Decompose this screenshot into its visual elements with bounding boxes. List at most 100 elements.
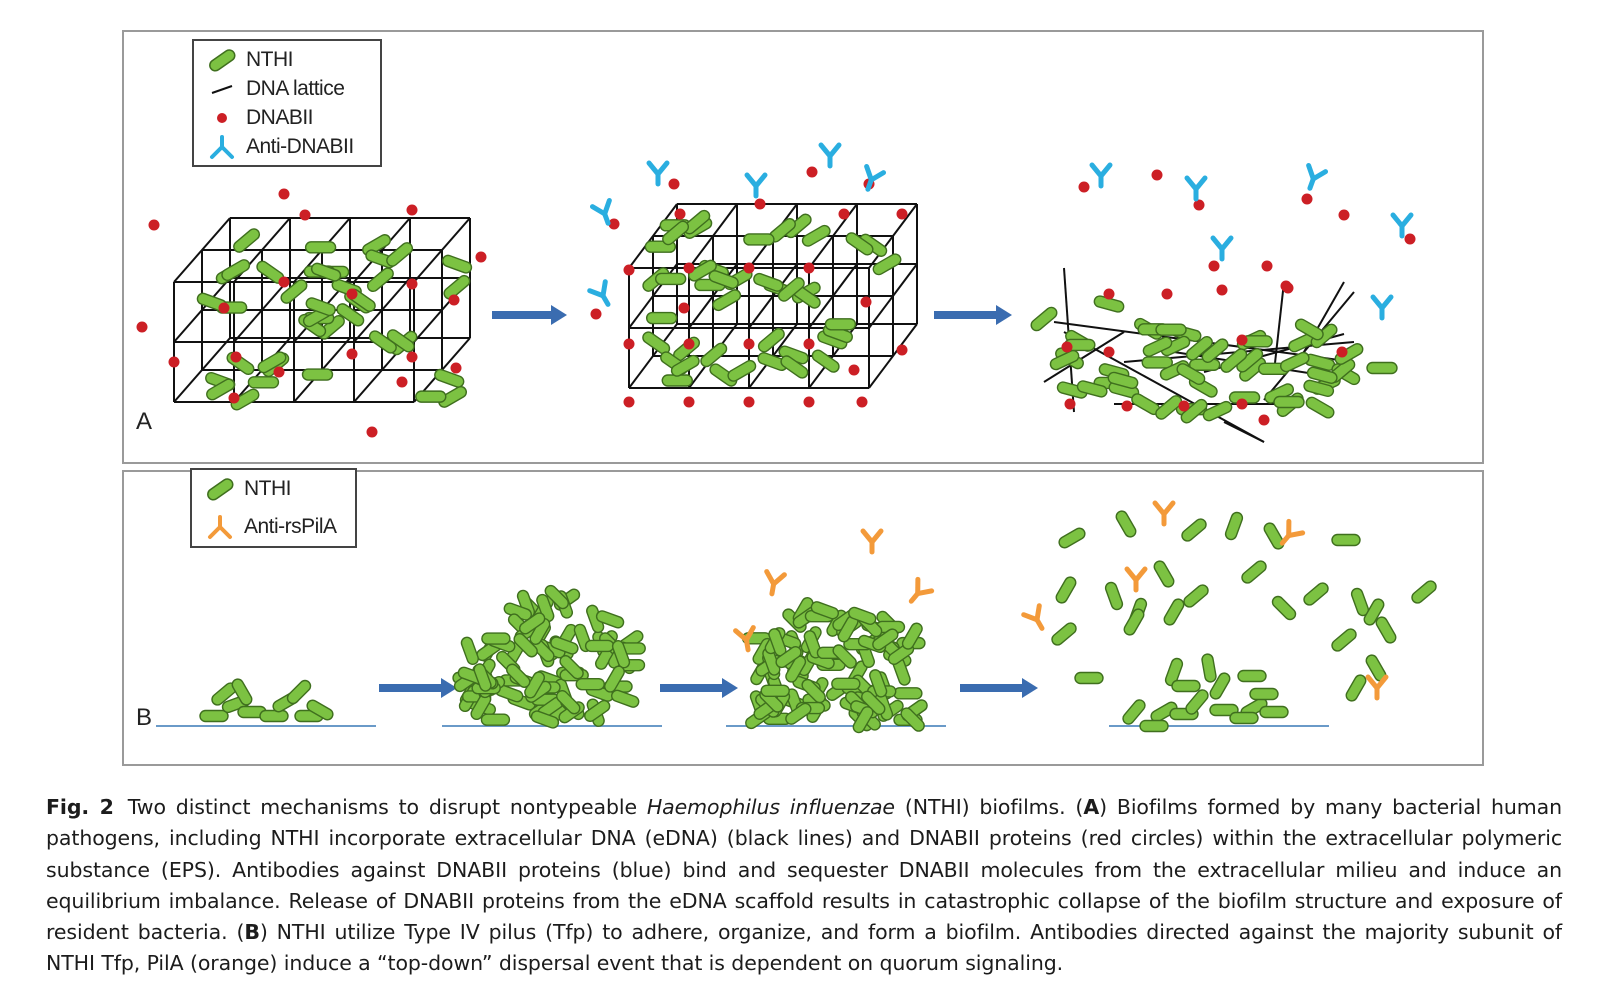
bacterium bbox=[247, 376, 280, 389]
process-arrow bbox=[492, 305, 567, 325]
bacterium bbox=[513, 633, 538, 658]
bacterium bbox=[1305, 396, 1335, 419]
antibody bbox=[1365, 674, 1389, 701]
legend-item-nthi: NTHI bbox=[202, 45, 294, 75]
antibody bbox=[818, 142, 842, 169]
bacterium bbox=[1115, 510, 1137, 538]
bacterium bbox=[1249, 687, 1279, 701]
bacterium bbox=[575, 677, 605, 691]
bacterium bbox=[801, 224, 831, 247]
bacterium bbox=[306, 699, 334, 721]
dnabii-protein bbox=[450, 362, 462, 374]
bacterium bbox=[1331, 628, 1357, 652]
legend-item-nthi: NTHI bbox=[200, 474, 292, 504]
dnabii-protein bbox=[1078, 181, 1090, 193]
dnabii-protein bbox=[346, 288, 358, 300]
dnabii-protein bbox=[683, 396, 695, 408]
dnabii-protein bbox=[1404, 233, 1416, 245]
dnabii-protein bbox=[1282, 282, 1294, 294]
dnabii-protein bbox=[1161, 288, 1173, 300]
bacterium bbox=[441, 254, 473, 274]
bacterium bbox=[611, 689, 640, 708]
antibody bbox=[860, 528, 884, 555]
bacterium bbox=[645, 311, 678, 325]
bacterium bbox=[310, 262, 342, 282]
bacterium bbox=[280, 279, 308, 304]
dnabii-protein bbox=[1301, 193, 1313, 205]
dnabii-protein bbox=[860, 296, 872, 308]
legend-item-anti-rspila: Anti-rsPilA bbox=[200, 512, 337, 542]
dnabii-protein bbox=[1236, 398, 1248, 410]
antibody bbox=[1021, 603, 1045, 631]
dnabii-protein bbox=[218, 302, 230, 314]
dnabii-protein bbox=[743, 338, 755, 350]
antibody bbox=[1370, 294, 1394, 321]
bacterium bbox=[1183, 584, 1209, 608]
dnabii-protein bbox=[590, 308, 602, 320]
process-arrow bbox=[660, 678, 738, 698]
dnabii-protein bbox=[406, 278, 418, 290]
bacterium bbox=[1229, 711, 1259, 725]
dnabii-protein bbox=[743, 396, 755, 408]
bacterium bbox=[801, 678, 826, 704]
dnabii-protein bbox=[754, 198, 766, 210]
bacterium bbox=[559, 655, 584, 680]
dnabii-protein bbox=[848, 364, 860, 376]
bacterium bbox=[900, 707, 925, 732]
bacterium bbox=[1153, 560, 1175, 588]
bacterium bbox=[434, 368, 465, 388]
dnabii-protein bbox=[148, 219, 160, 231]
bacterium bbox=[1076, 380, 1108, 398]
antibody bbox=[587, 279, 611, 307]
dnabii-protein bbox=[230, 351, 242, 363]
bacterium bbox=[1142, 336, 1173, 357]
bacterium bbox=[550, 636, 579, 655]
bacterium bbox=[1030, 306, 1058, 332]
dnabii-protein bbox=[683, 338, 695, 350]
legend-label: DNABII bbox=[246, 106, 314, 129]
bacterium bbox=[473, 663, 492, 692]
bacterium bbox=[305, 297, 336, 317]
legend-item-dna-lattice: DNA lattice bbox=[202, 74, 345, 104]
bacterium bbox=[777, 277, 805, 302]
bacterium bbox=[1056, 381, 1088, 399]
bacterium bbox=[221, 259, 251, 282]
dnabii-protein bbox=[1338, 209, 1350, 221]
antibody bbox=[908, 576, 935, 604]
green-bacterium-icon bbox=[200, 474, 240, 504]
blue-antibody-icon bbox=[202, 132, 242, 162]
dnabii-protein bbox=[623, 338, 635, 350]
panel-a-legend: NTHI DNA lattice DNABII Anti-DNABII bbox=[192, 39, 382, 167]
dnabii-protein bbox=[1103, 346, 1115, 358]
bacterium bbox=[1306, 366, 1338, 384]
bacterium bbox=[1350, 587, 1370, 617]
bacterium bbox=[584, 639, 615, 653]
bacterium bbox=[1331, 533, 1361, 547]
bacterium bbox=[662, 220, 690, 246]
dnabii-protein bbox=[1258, 414, 1270, 426]
dnabii-protein bbox=[668, 178, 680, 190]
bacterium bbox=[1180, 398, 1208, 424]
dnabii-protein bbox=[1208, 260, 1220, 272]
bacterium bbox=[611, 640, 631, 669]
dnabii-protein bbox=[856, 396, 868, 408]
bacterium bbox=[760, 684, 790, 698]
bacterium bbox=[257, 351, 287, 374]
bacterium bbox=[301, 368, 334, 381]
bacterium bbox=[1185, 335, 1213, 361]
bacterium bbox=[775, 646, 802, 669]
bacterium bbox=[743, 233, 775, 246]
bacterium bbox=[1058, 527, 1086, 549]
bacterium bbox=[872, 253, 902, 276]
dnabii-protein bbox=[136, 321, 148, 333]
bacterium bbox=[893, 687, 923, 700]
bacterium bbox=[1074, 671, 1104, 685]
bacterium bbox=[1303, 582, 1329, 606]
bacterium bbox=[1181, 518, 1207, 542]
dnabii-protein bbox=[806, 166, 818, 178]
bacterium bbox=[286, 679, 312, 705]
bacterium bbox=[1201, 653, 1217, 683]
antibody bbox=[744, 172, 768, 199]
legend-label: DNA lattice bbox=[246, 77, 345, 100]
dnabii-protein bbox=[1103, 288, 1115, 300]
